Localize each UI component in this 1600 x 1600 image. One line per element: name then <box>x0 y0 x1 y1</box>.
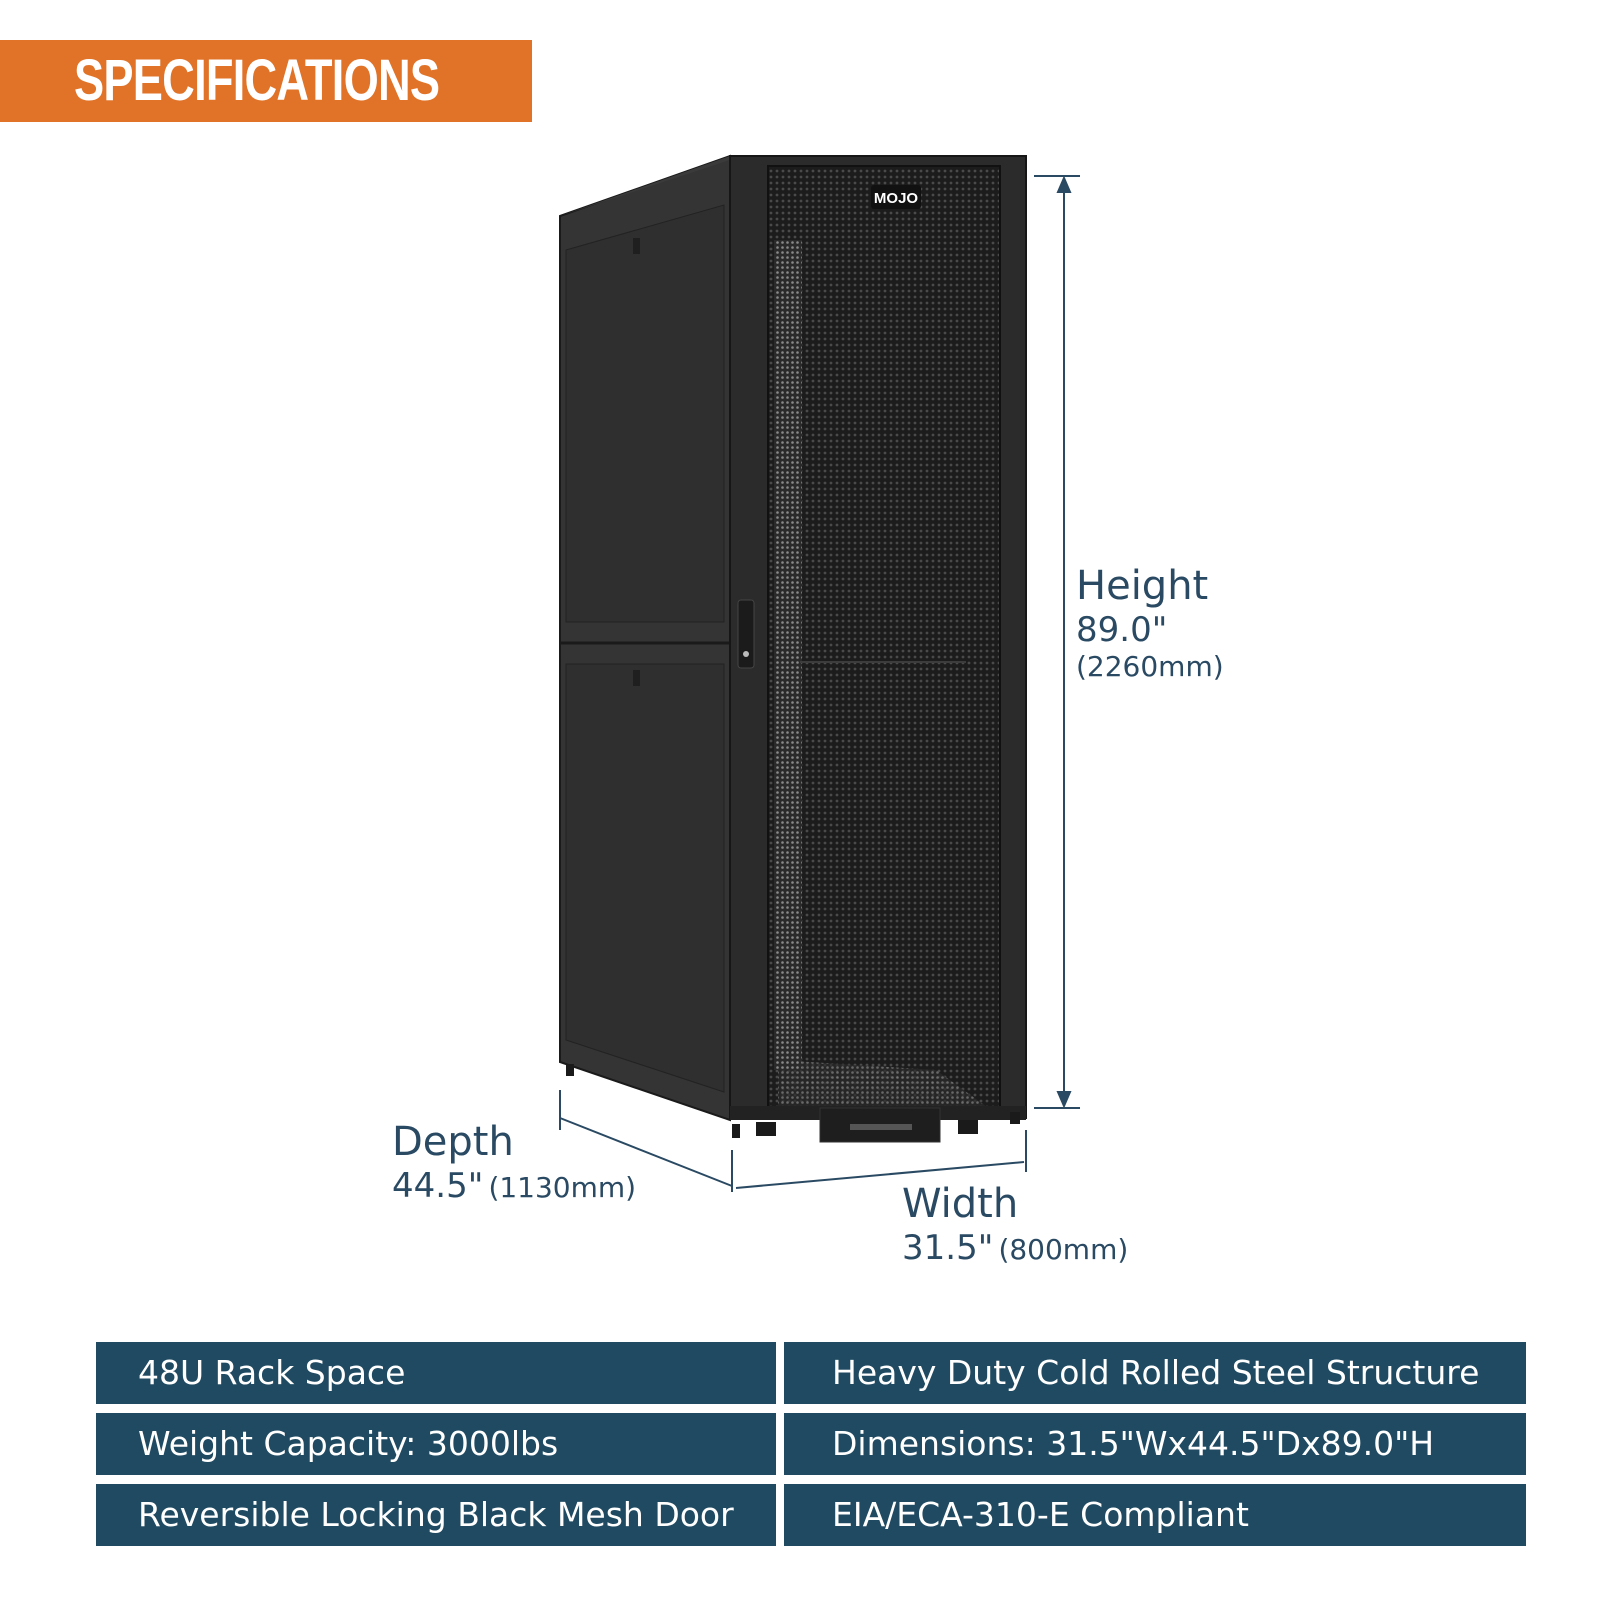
depth-dimension: Depth 44.5" (1130mm) <box>392 1118 636 1206</box>
rack-front-door: MOJO <box>729 155 1027 1119</box>
height-value: 89.0" <box>1076 610 1168 650</box>
width-dimension: Width 31.5" (800mm) <box>902 1180 1128 1268</box>
mojo-logo-text: MOJO <box>874 190 919 207</box>
rack-mounting-rail <box>774 240 802 1070</box>
banner-title: SPECIFICATIONS <box>74 48 440 113</box>
width-label: Width <box>902 1181 1019 1227</box>
width-metric: (800mm) <box>998 1233 1129 1266</box>
rack-side-panel <box>559 154 731 1122</box>
spec-cell: Dimensions: 31.5"Wx44.5"Dx89.0"H <box>784 1413 1526 1475</box>
rack-base <box>566 1064 1026 1143</box>
side-latch-icon <box>633 238 640 254</box>
depth-value: 44.5" <box>392 1166 484 1206</box>
depth-label: Depth <box>392 1119 514 1165</box>
mojo-logo <box>871 185 921 209</box>
height-label: Height <box>1076 563 1209 609</box>
spec-cell: 48U Rack Space <box>96 1342 776 1404</box>
depth-metric: (1130mm) <box>488 1171 637 1204</box>
spec-cell: Heavy Duty Cold Rolled Steel Structure <box>784 1342 1526 1404</box>
height-metric: (2260mm) <box>1076 650 1224 683</box>
specifications-banner: SPECIFICATIONS <box>0 40 532 122</box>
door-handle-icon <box>737 599 755 669</box>
spec-cell: Weight Capacity: 3000lbs <box>96 1413 776 1475</box>
width-value: 31.5" <box>902 1228 994 1268</box>
height-dimension: Height 89.0" (2260mm) <box>1076 562 1224 683</box>
spec-cell: EIA/ECA-310-E Compliant <box>784 1484 1526 1546</box>
spec-cell: Reversible Locking Black Mesh Door <box>96 1484 776 1546</box>
rack-floor <box>778 1060 994 1112</box>
side-latch-icon <box>633 670 640 686</box>
dimension-lines <box>559 175 1080 1192</box>
